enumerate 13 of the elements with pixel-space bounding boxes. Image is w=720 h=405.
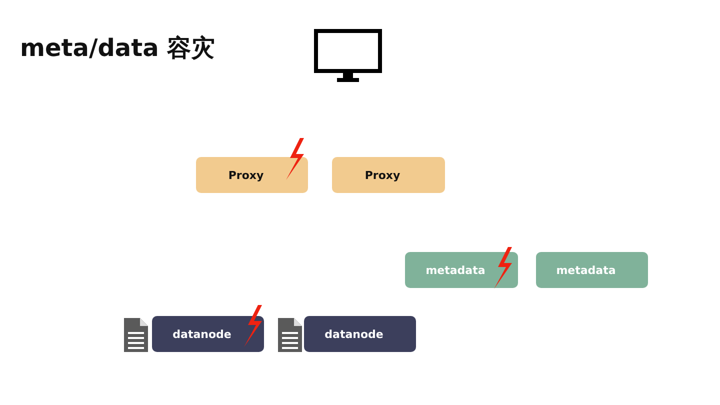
proxy-box: [196, 157, 308, 193]
datanode-box: [304, 316, 416, 352]
metadata-box: [536, 252, 648, 288]
node-label: metadata: [556, 264, 616, 276]
node-label: Proxy: [364, 168, 400, 182]
slide-title: meta/data 容灾: [20, 33, 216, 64]
node-label: Proxy: [228, 168, 264, 182]
node-label: datanode: [324, 328, 384, 340]
node-label: metadata: [426, 264, 486, 276]
node-label: datanode: [172, 328, 232, 340]
metadata-box: [405, 252, 518, 288]
datanode-box: [152, 316, 264, 352]
proxy-box: [332, 157, 445, 193]
